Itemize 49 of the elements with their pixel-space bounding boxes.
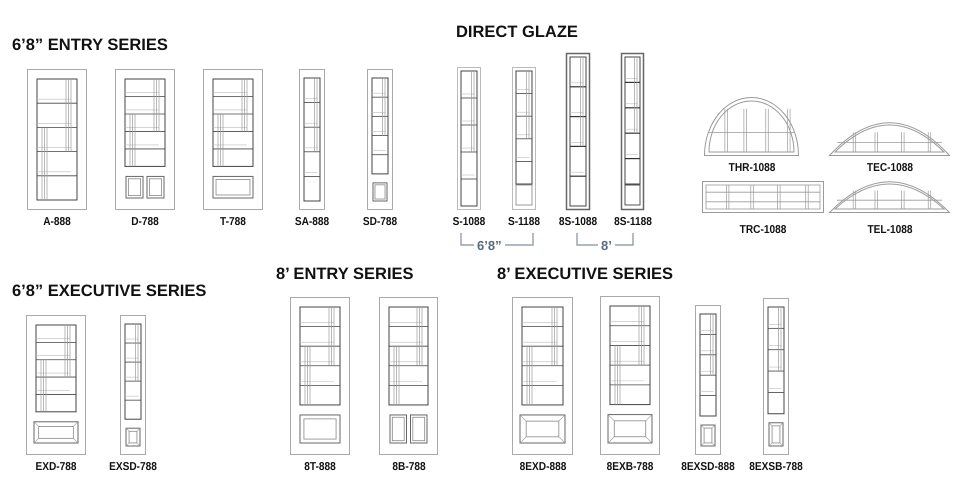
sidelite-drawing — [457, 67, 481, 210]
model-number: 8S-1188 — [614, 216, 652, 229]
model-number: 8B-788 — [392, 461, 426, 474]
transom-drawing — [829, 122, 950, 156]
section-heading: 8’ ENTRY SERIES — [276, 265, 414, 284]
model-number: TRC-1088 — [740, 224, 786, 237]
door-drawing — [120, 315, 146, 455]
model-number: A-888 — [43, 216, 71, 229]
model-number: 8EXSD-888 — [681, 461, 735, 474]
model-number: 8S-1088 — [558, 216, 598, 229]
section-heading: 6’8” EXECUTIVE SERIES — [12, 282, 206, 301]
model-number: D-788 — [131, 216, 159, 229]
door-drawing — [290, 297, 350, 455]
height-label: 8’ — [598, 239, 615, 253]
door-drawing — [512, 297, 573, 455]
model-number: 8EXSB-788 — [749, 461, 803, 474]
sidelite-drawing — [512, 67, 536, 210]
door-drawing — [695, 305, 721, 455]
door-drawing — [367, 69, 393, 210]
door-drawing — [26, 315, 86, 455]
door-drawing — [763, 298, 789, 455]
model-number: SA-888 — [294, 216, 330, 229]
model-number: 8EXB-788 — [606, 461, 654, 474]
section-heading: 8’ EXECUTIVE SERIES — [497, 265, 674, 284]
model-number: THR-1088 — [728, 162, 775, 175]
door-drawing — [27, 69, 87, 210]
door-drawing — [115, 69, 175, 210]
door-drawing — [203, 69, 263, 210]
door-drawing — [299, 69, 325, 210]
model-number: TEC-1088 — [866, 162, 913, 175]
section-heading: DIRECT GLAZE — [456, 23, 578, 42]
height-label: 6’8” — [474, 239, 505, 253]
transom-drawing — [829, 181, 950, 213]
model-number: T-788 — [220, 216, 246, 229]
section-heading: 6’8” ENTRY SERIES — [12, 36, 168, 55]
model-number: EXD-788 — [35, 461, 77, 474]
sidelite-drawing — [621, 53, 644, 210]
transom-drawing — [704, 97, 799, 156]
model-number: 8EXD-888 — [519, 461, 566, 474]
model-number: TEL-1088 — [867, 224, 912, 237]
door-drawing — [600, 296, 660, 455]
door-drawing — [379, 297, 438, 455]
sidelite-drawing — [566, 53, 590, 210]
transom-drawing — [702, 181, 824, 213]
model-number: 8T-888 — [304, 461, 336, 474]
model-number: S-1188 — [508, 216, 540, 229]
model-number: EXSD-788 — [109, 461, 157, 474]
model-number: SD-788 — [362, 216, 398, 229]
model-number: S-1088 — [452, 216, 486, 229]
